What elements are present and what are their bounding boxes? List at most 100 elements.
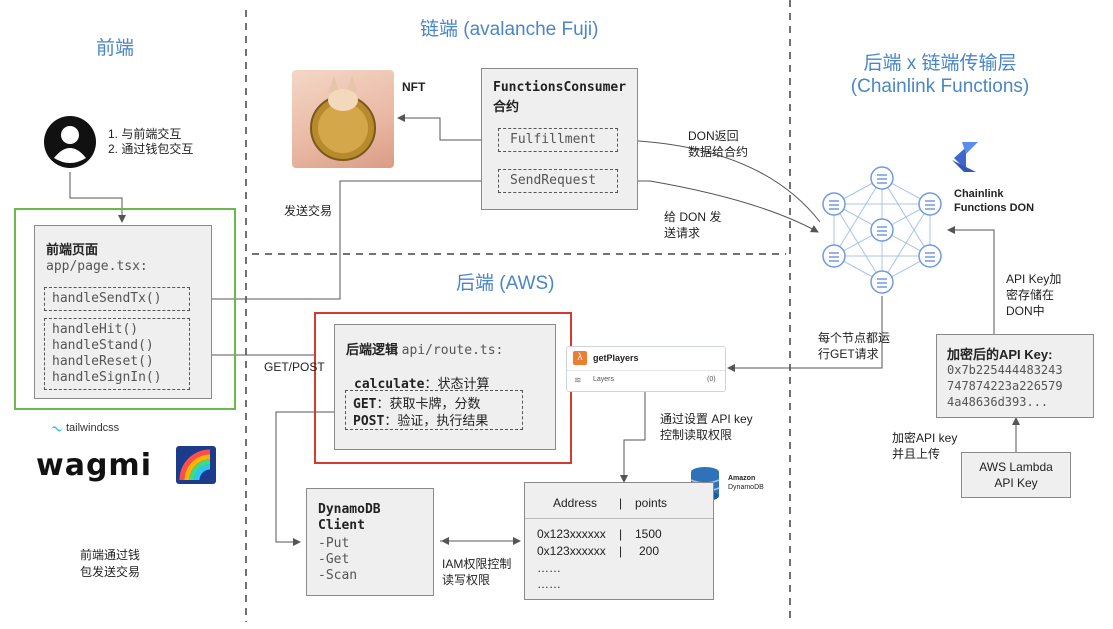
get-post-box: GET：获取卡牌，分数 POST：验证，执行结果: [345, 390, 523, 430]
lambda-name: getPlayers: [593, 353, 639, 363]
don-return-line1: DON返回: [688, 129, 739, 143]
give-don-line2: 送请求: [664, 226, 701, 240]
arrow-don-to-lambda: [727, 296, 883, 372]
table-ellipsis-1: ……: [537, 561, 561, 575]
user-avatar-icon: [44, 112, 96, 172]
table-row-1-address: 0x123xxxxxx: [537, 527, 606, 541]
lambda-layers-count: (0): [707, 376, 716, 383]
post-desc: ：验证，执行结果: [384, 413, 489, 428]
nft-label: NFT: [402, 80, 426, 94]
calculate-row: calculate：状态计算: [354, 373, 489, 392]
user-step-2: 2. 通过钱包交互: [108, 142, 194, 156]
encrypted-key-line1: 0x7b225444483243: [947, 363, 1063, 377]
nft-image: [292, 70, 394, 168]
lambda-icon: λ: [573, 351, 587, 365]
api-key-note-line1: API Key加: [1006, 272, 1062, 286]
handle-send-tx[interactable]: handleSendTx(): [52, 291, 162, 306]
dynamo-logo-line2: DynamoDB: [728, 484, 764, 491]
send-request-box[interactable]: SendRequest: [498, 169, 618, 193]
dynamo-op-get: -Get: [318, 552, 350, 567]
dynamo-client-box: DynamoDB Client -Put -Get -Scan: [306, 488, 434, 596]
api-key-note-line2: 密存储在: [1006, 288, 1055, 302]
frontend-page-path: app/page.tsx:: [46, 259, 148, 274]
section-title-frontend: 前端: [96, 38, 135, 59]
api-key-control-line2: 控制读取权限: [660, 428, 733, 442]
lambda-layers: Layers: [593, 376, 615, 383]
table-header-address: Address: [553, 496, 598, 510]
consumer-title-line1: FunctionsConsumer: [493, 80, 627, 95]
dynamo-op-put: -Put: [318, 536, 350, 551]
consumer-title-line2: 合约: [493, 99, 520, 114]
don-return-line2: 数据给合约: [688, 145, 749, 159]
aws-lambda-line2: API Key: [994, 476, 1038, 490]
table-ellipsis-2: ……: [537, 577, 561, 591]
arrow-don-to-fulfillment: [620, 136, 821, 223]
wagmi-logo: wagmi: [36, 448, 152, 483]
user-step-1: 1. 与前端交互: [108, 127, 182, 141]
chainlink-line1: Chainlink: [954, 188, 1004, 200]
node-note-line2: 行GET请求: [818, 347, 879, 361]
handle-send-tx-box[interactable]: handleSendTx(): [44, 287, 190, 311]
post-key: POST: [353, 414, 385, 429]
table-header-divider: [525, 518, 713, 519]
lambda-panel[interactable]: λ getPlayers ≋ Layers (0): [566, 346, 726, 392]
handler-sign-in[interactable]: handleSignIn(): [52, 370, 162, 385]
section-title-transport: 后端 x 链端传输层 (Chainlink Functions): [835, 52, 1045, 98]
rainbowkit-logo-icon: [176, 446, 216, 484]
handler-reset[interactable]: handleReset(): [52, 354, 154, 369]
table-row-2-sep: |: [619, 544, 623, 558]
dynamo-op-scan: -Scan: [318, 568, 358, 583]
tailwind-logo-icon: [50, 421, 64, 432]
arrow-sendrequest-to-don: [618, 180, 819, 233]
send-request-label[interactable]: SendRequest: [510, 173, 597, 188]
encrypt-upload-line2: 并且上传: [892, 447, 941, 461]
table-row-2-points: 200: [639, 544, 660, 558]
table-row-2-address: 0x123xxxxxx: [537, 544, 606, 558]
tailwind-label: tailwindcss: [66, 422, 120, 434]
table-header-sep: |: [619, 496, 623, 510]
get-row[interactable]: GET：获取卡牌，分数: [353, 393, 481, 412]
lambda-divider: [567, 370, 725, 371]
arrow-key-to-don: [947, 226, 995, 334]
backend-logic-box: 后端逻辑 api/route.ts: calculate：状态计算: [334, 324, 556, 450]
handler-stand[interactable]: handleStand(): [52, 338, 154, 353]
give-don-line1: 给 DON 发: [664, 210, 722, 224]
calculate-key: calculate: [354, 377, 425, 392]
don-node-icons: [822, 166, 942, 294]
dynamo-table: Address | points 0x123xxxxxx | 1500 0x12…: [524, 482, 714, 600]
arrow-fulfillment-to-nft: [397, 114, 496, 141]
arrow-lambda-to-table: [620, 392, 646, 483]
dynamo-client-title-line1: DynamoDB: [318, 502, 381, 517]
calculate-desc: ：状态计算: [424, 376, 490, 391]
encrypted-key-box: 加密后的API Key: 0x7b225444483243 747874223a…: [936, 334, 1094, 418]
handler-hit[interactable]: handleHit(): [52, 322, 139, 337]
frontend-note-line1: 前端通过钱: [80, 548, 141, 562]
layers-stack-icon: ≋: [574, 375, 582, 385]
frontend-container: [14, 208, 236, 410]
transport-title-line2: (Chainlink Functions): [850, 76, 1030, 97]
aws-lambda-line1: AWS Lambda: [979, 460, 1053, 474]
backend-logic-header: 后端逻辑 api/route.ts:: [346, 339, 503, 358]
frontend-page-box: 前端页面 app/page.tsx:: [34, 225, 212, 399]
backend-logic-title: 后端逻辑: [346, 342, 399, 357]
post-row[interactable]: POST：验证，执行结果: [353, 410, 488, 429]
frontend-page-title: 前端页面: [46, 242, 99, 257]
chainlink-functions-logo: [952, 142, 978, 172]
fulfillment-box[interactable]: Fulfillment: [498, 128, 618, 152]
handlers-box: handleHit() handleStand() handleReset() …: [44, 318, 190, 390]
table-row-1-points: 1500: [635, 527, 662, 541]
section-title-chain: 链端 (avalanche Fuji): [420, 19, 599, 40]
get-key: GET: [353, 397, 377, 412]
encrypted-key-line2: 747874223a226579: [947, 379, 1063, 393]
section-title-backend: 后端 (AWS): [456, 273, 555, 294]
chainlink-line2: Functions DON: [954, 202, 1035, 214]
encrypted-key-line3: 4a48636d393...: [947, 395, 1049, 409]
get-post-label: GET/POST: [264, 360, 325, 374]
encrypted-key-title: 加密后的API Key:: [947, 347, 1053, 362]
arrow-user-to-page: [69, 172, 126, 223]
iam-line2: 读写权限: [442, 573, 491, 587]
iam-line1: IAM权限控制: [442, 557, 512, 571]
fulfillment-label[interactable]: Fulfillment: [510, 132, 597, 147]
api-key-control-line1: 通过设置 API key: [660, 412, 753, 426]
